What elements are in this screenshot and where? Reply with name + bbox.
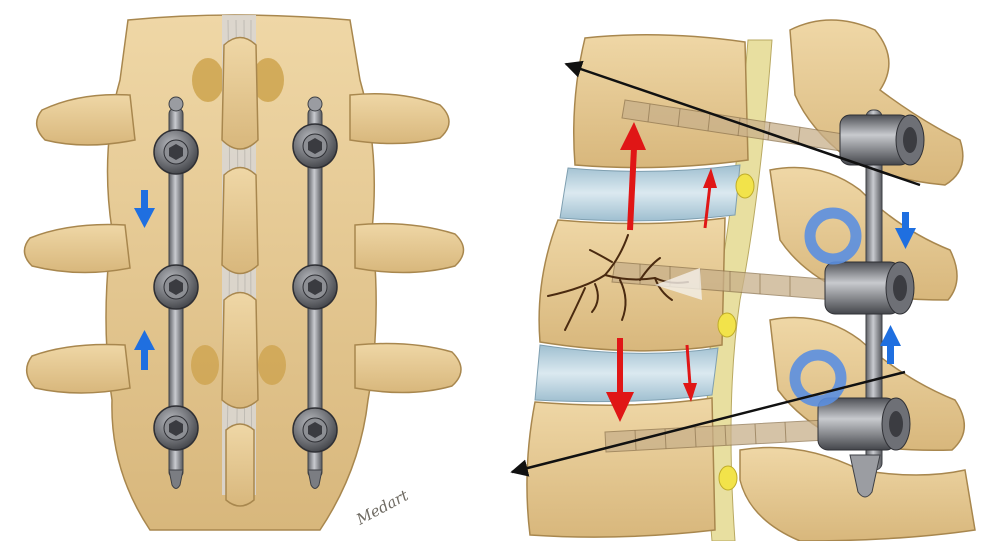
rod-cap-right bbox=[307, 96, 323, 112]
spinous-process-3 bbox=[221, 291, 259, 409]
polyaxial-screw-icon bbox=[308, 138, 322, 154]
pedicle-screw-head-l3 bbox=[153, 405, 199, 451]
transverse-process-low-right bbox=[354, 342, 462, 394]
spinous-process-4 bbox=[225, 423, 255, 507]
artist-signature: Medart bbox=[353, 486, 413, 529]
pedicle-screw-head-l2 bbox=[153, 264, 199, 310]
vertebral-body-fractured bbox=[538, 217, 726, 352]
compression-arrow-icon bbox=[895, 212, 916, 249]
distraction-arrow-icon bbox=[620, 122, 646, 231]
polyaxial-screw-icon bbox=[169, 279, 183, 295]
hinge-ring-icon bbox=[789, 349, 847, 407]
direction-line-upper bbox=[564, 60, 921, 187]
polyaxial-housing-mid bbox=[824, 261, 915, 315]
spinous-process-1 bbox=[221, 36, 259, 150]
compression-arrow-icon bbox=[880, 325, 901, 364]
rod-tip-right bbox=[307, 469, 323, 489]
pedicle-screw-head-r2 bbox=[292, 264, 338, 310]
transverse-process-upper-left bbox=[36, 93, 136, 146]
rod-tip-lateral bbox=[849, 454, 881, 498]
nerve-root bbox=[735, 173, 755, 199]
direction-line-lower bbox=[510, 370, 906, 477]
intervertebral-disc-upper bbox=[559, 164, 741, 222]
transverse-process-mid-left bbox=[23, 223, 131, 274]
pedicle-screw-head-l1 bbox=[153, 129, 199, 175]
distraction-arrow-icon bbox=[703, 168, 717, 229]
polyaxial-screw-icon bbox=[169, 144, 183, 160]
transverse-process-low-left bbox=[26, 343, 131, 394]
compression-arrow-icon bbox=[134, 190, 155, 228]
nerve-root bbox=[717, 312, 737, 338]
distraction-arrow-icon bbox=[606, 338, 634, 422]
spinous-process-2 bbox=[221, 166, 259, 275]
pedicle-screw-head-r3 bbox=[292, 407, 338, 453]
nerve-root bbox=[718, 465, 738, 491]
polyaxial-screw-icon bbox=[308, 279, 322, 295]
compression-arrow-icon bbox=[134, 330, 155, 370]
polyaxial-screw-icon bbox=[169, 420, 183, 436]
hinge-ring-icon bbox=[804, 207, 862, 265]
intervertebral-disc-lower bbox=[534, 344, 719, 403]
lateral-view-panel bbox=[510, 19, 976, 541]
rod-tip-left bbox=[168, 469, 184, 489]
posterior-element-bottom bbox=[739, 446, 976, 541]
facet-joint bbox=[192, 58, 224, 102]
translucent-wedge bbox=[655, 268, 702, 300]
transverse-process-upper-right bbox=[349, 93, 450, 145]
rod-cap-left bbox=[168, 96, 184, 112]
pedicle-screw-head-r1 bbox=[292, 123, 338, 169]
vertebral-body-upper bbox=[573, 34, 749, 169]
distraction-arrow-icon bbox=[683, 344, 697, 402]
polyaxial-housing-upper bbox=[839, 114, 925, 166]
posterior-view-panel: Medart bbox=[23, 14, 465, 531]
transverse-process-mid-right bbox=[354, 222, 465, 274]
facet-joint bbox=[258, 345, 286, 385]
polyaxial-screw-icon bbox=[308, 422, 322, 438]
polyaxial-housing-low bbox=[817, 397, 911, 451]
facet-joint bbox=[191, 345, 219, 385]
facet-joint bbox=[252, 58, 284, 102]
